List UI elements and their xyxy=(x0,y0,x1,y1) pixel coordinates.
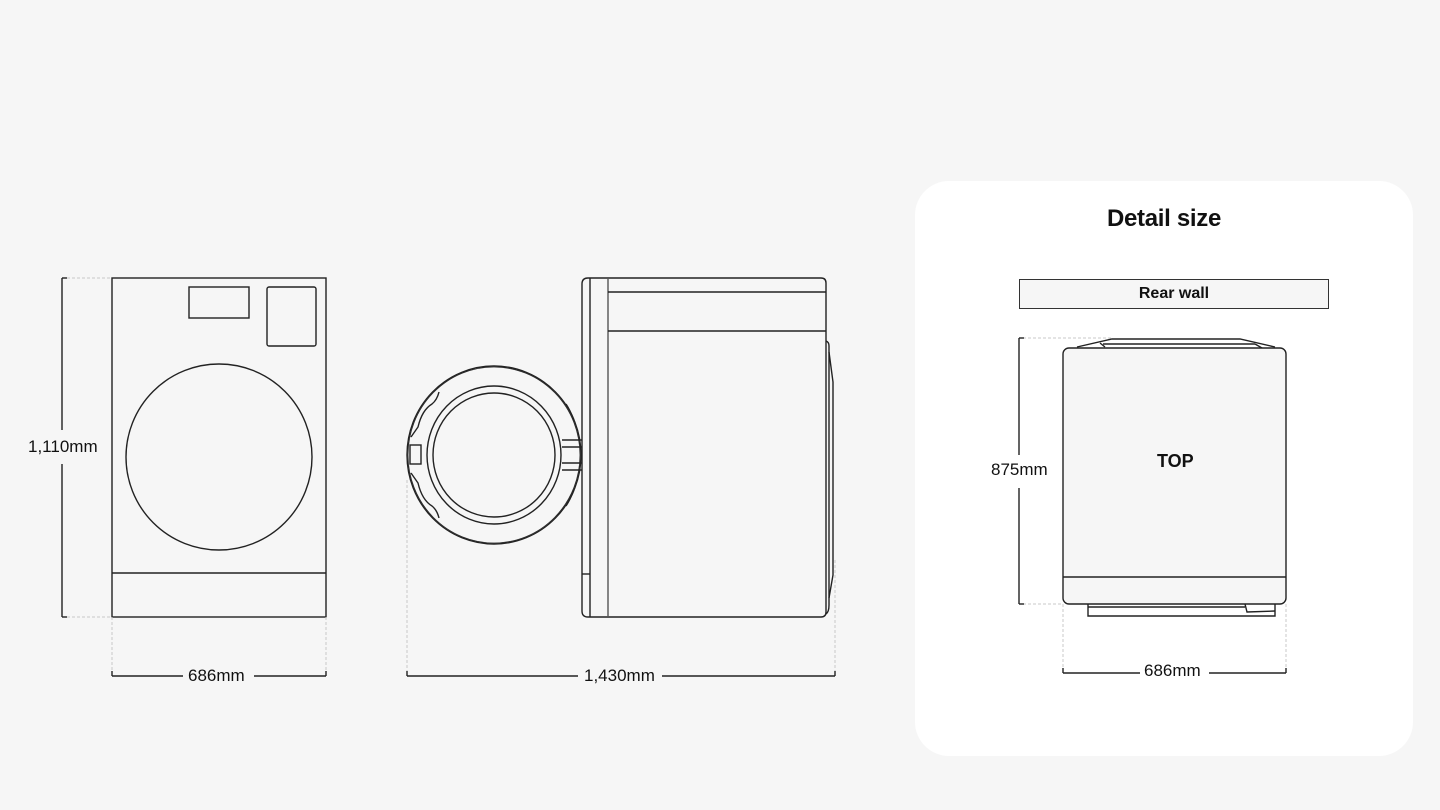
detergent-drawer-icon xyxy=(266,286,317,347)
top-view-label: TOP xyxy=(1157,451,1194,471)
rear-wall-box: Rear wall xyxy=(1019,279,1329,309)
display-panel-icon xyxy=(188,286,250,319)
detail-width-label: 686mm xyxy=(1144,661,1201,680)
detail-size-card: Detail size Rear wall xyxy=(915,181,1413,756)
front-view-appliance xyxy=(111,277,327,618)
detail-depth-label: 875mm xyxy=(991,460,1048,479)
side-depth-label: 1,430mm xyxy=(584,666,655,685)
detail-width-dimension xyxy=(1062,668,1287,674)
door-circle-icon xyxy=(125,363,313,551)
side-view-appliance xyxy=(406,277,834,618)
top-view-appliance xyxy=(1062,338,1287,617)
detail-size-title: Detail size xyxy=(1106,205,1222,232)
detail-depth-dimension xyxy=(1018,337,1024,605)
rear-wall-label: Rear wall xyxy=(1138,285,1210,302)
side-depth-dimension xyxy=(406,671,836,677)
open-door-icon xyxy=(406,365,582,545)
front-height-label: 1,110mm xyxy=(28,437,98,456)
front-width-dimension xyxy=(111,671,327,677)
front-width-label: 686mm xyxy=(188,666,245,685)
front-height-dimension xyxy=(61,277,67,618)
